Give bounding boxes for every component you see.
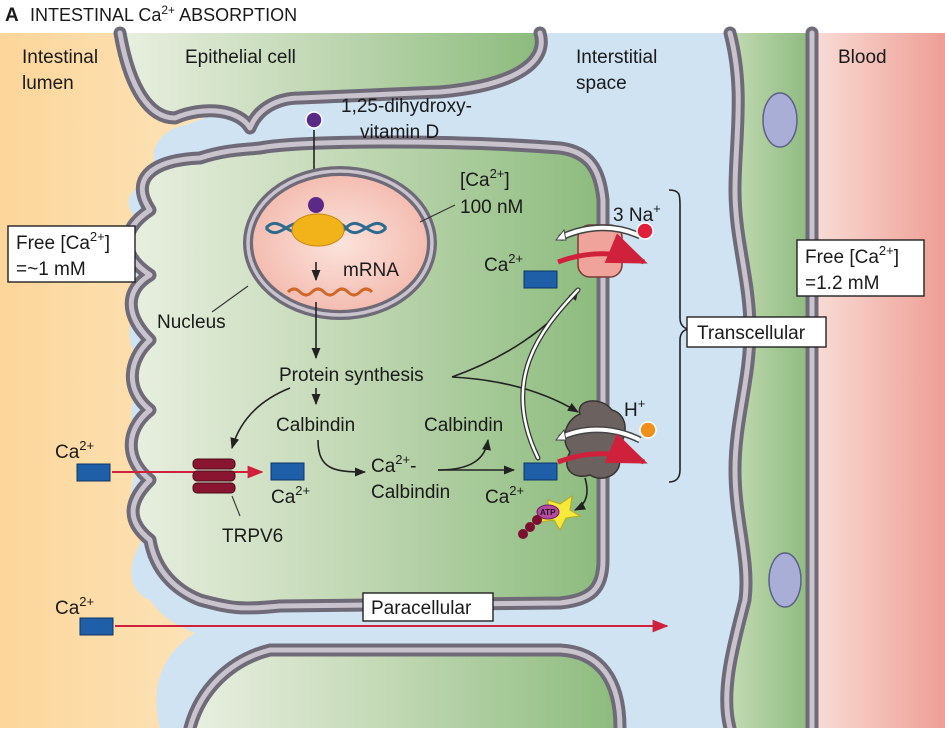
ca-shuttle-arrow [521, 288, 580, 460]
interstitial-label-2: space [576, 73, 627, 94]
trpv6-label: TRPV6 [222, 526, 283, 547]
paracellular-box: Paracellular [362, 592, 494, 622]
atp-icon: ATP [518, 494, 582, 539]
figure-title: A INTESTINAL Ca2+ ABSORPTION [5, 3, 297, 26]
paracellular-ca-label: Ca2+ [55, 594, 94, 619]
panel-letter: A [5, 5, 19, 26]
calbindin-free-label: Calbindin [424, 415, 503, 436]
lumen-label-1: Intestinal [22, 47, 98, 68]
protein-synthesis-label: Protein synthesis [279, 365, 424, 386]
trpv6-synthesis-arrow [230, 387, 291, 450]
ca-calbindin-label-1: Ca2+- [371, 452, 416, 477]
lower-epithelial-cell [190, 650, 620, 728]
trpv6-channel-icon [192, 458, 236, 494]
calbindin-binding-arrow [317, 439, 367, 477]
endothelial-nucleus-top [762, 92, 798, 148]
nucleus [243, 166, 437, 320]
trpv6-pointer [231, 495, 241, 517]
vitamin-d-label-2: vitamin D [360, 122, 439, 143]
lumen-calcium-ion [76, 463, 111, 482]
title-text: INTESTINAL Ca2+ ABSORPTION [30, 3, 297, 25]
ca-calbindin-label-2: Calbindin [371, 482, 450, 503]
mrna-label: mRNA [343, 260, 399, 281]
svg-text:Paracellular: Paracellular [371, 598, 472, 619]
pmca-synthesis-arrow [451, 376, 579, 413]
endothelial-nucleus-bottom [768, 552, 802, 608]
intracellular-ca-label: Ca2+ [271, 483, 310, 508]
nucleus-ca-pointer [419, 204, 456, 223]
svg-text:Free [Ca2+]: Free [Ca2+] [16, 229, 110, 254]
svg-text:Transcellular: Transcellular [697, 323, 806, 344]
transcellular-box: Transcellular [686, 316, 827, 348]
ncx-calcium-ion [523, 270, 558, 289]
nucleus-label: Nucleus [157, 312, 226, 333]
vitamin-d-label-1: 1,25-dihydroxy- [341, 96, 472, 117]
svg-text:=1.2 mM: =1.2 mM [805, 273, 879, 294]
lumen-ca-label: Ca2+ [55, 438, 94, 463]
free-ca-lumen-box: Free [Ca2+] =~1 mM [7, 225, 136, 283]
dna-helix-icon [264, 197, 388, 247]
blood-region [813, 33, 945, 728]
atp-hydrolysis-arrow [573, 477, 588, 511]
membranes [113, 26, 819, 733]
proton-label: H+ [624, 396, 645, 421]
sodium-ion [636, 222, 654, 240]
ncx-exchanger-icon [554, 224, 648, 278]
svg-text:ATP: ATP [540, 508, 556, 517]
svg-text:Free [Ca2+]: Free [Ca2+] [805, 243, 899, 268]
nucleus-ca-label-1: [Ca2+] [460, 166, 510, 191]
vitamin-d-molecule [305, 111, 323, 129]
pmca-pump-icon [554, 400, 648, 479]
lumen-region [0, 33, 300, 728]
pmca-calcium-ion [523, 462, 558, 481]
upper-epithelial-cell [120, 33, 541, 128]
mrna-strand-icon [286, 287, 374, 297]
svg-text:=~1 mM: =~1 mM [16, 259, 86, 280]
ncx-ca-label: Ca2+ [484, 251, 523, 276]
interstitial-label-1: Interstitial [576, 47, 657, 68]
calbindin-label: Calbindin [276, 415, 355, 436]
sodium-label: 3 Na+ [613, 201, 661, 226]
free-ca-blood-box: Free [Ca2+] =1.2 mM [796, 239, 925, 297]
nucleus-pointer [211, 285, 249, 313]
blood-label: Blood [838, 47, 887, 68]
epithelial-label: Epithelial cell [185, 47, 296, 68]
pmca-ca-label: Ca2+ [485, 483, 524, 508]
paracellular-calcium-ion [79, 617, 114, 636]
intracellular-calcium-ion [270, 462, 305, 481]
proton-ion [639, 421, 657, 439]
region-labels: Intestinal lumen Epithelial cell Interst… [22, 47, 887, 94]
lumen-label-2: lumen [22, 73, 74, 94]
nucleus-ca-label-2: 100 nM [460, 197, 523, 218]
